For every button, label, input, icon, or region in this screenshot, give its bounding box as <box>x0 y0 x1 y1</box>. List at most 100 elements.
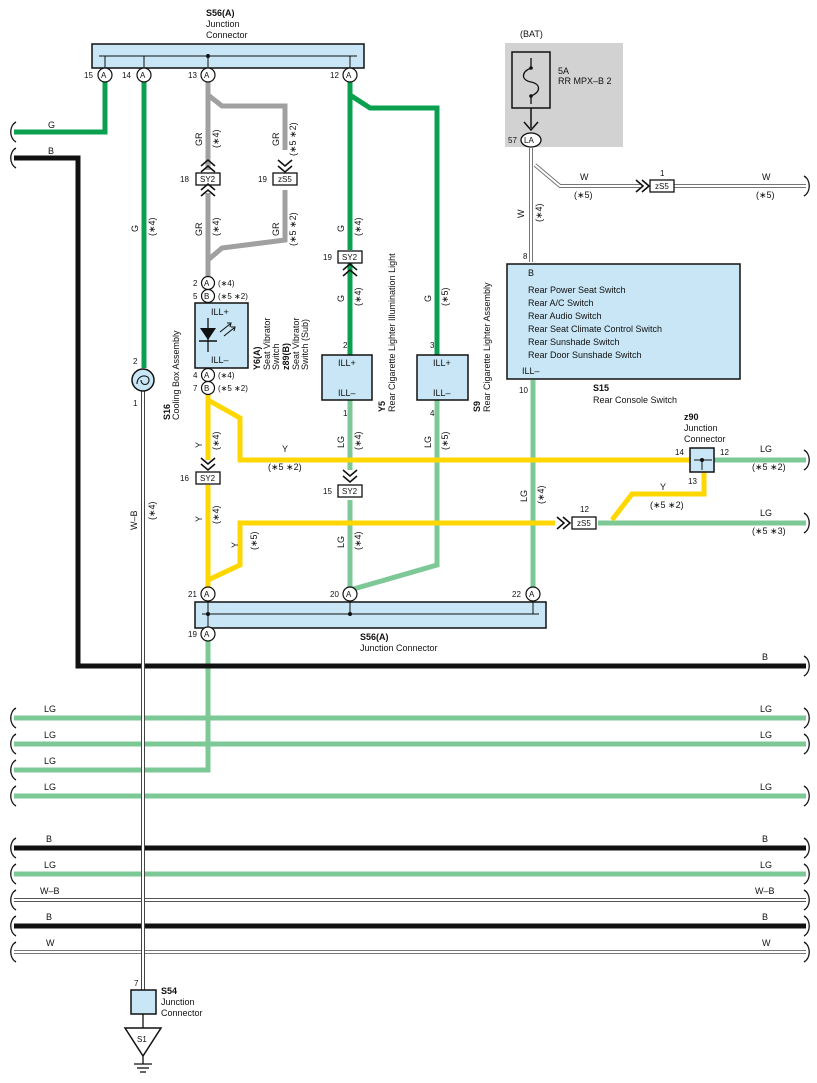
svg-text:(∗4): (∗4) <box>353 531 363 550</box>
svg-text:2: 2 <box>343 341 348 350</box>
svg-text:8: 8 <box>523 252 528 261</box>
svg-text:12: 12 <box>720 448 729 457</box>
svg-text:G: G <box>336 295 346 302</box>
svg-text:(∗4): (∗4) <box>534 203 544 222</box>
svg-text:Rear Door Sunshade Switch: Rear Door Sunshade Switch <box>528 350 642 360</box>
svg-text:14: 14 <box>122 71 131 80</box>
svg-text:2: 2 <box>193 279 198 288</box>
svg-text:LG: LG <box>44 782 56 792</box>
svg-text:W: W <box>516 209 526 218</box>
svg-text:z89(B): z89(B) <box>281 343 291 370</box>
svg-text:19: 19 <box>258 175 267 184</box>
svg-text:ILL–: ILL– <box>338 388 356 398</box>
svg-text:Cooling Box Assembly: Cooling Box Assembly <box>171 330 181 420</box>
bat-label: (BAT) <box>520 29 543 39</box>
svg-text:(∗5 ∗2): (∗5 ∗2) <box>218 292 248 301</box>
svg-text:B: B <box>762 652 768 662</box>
svg-text:1: 1 <box>133 399 138 408</box>
svg-text:W: W <box>46 938 55 948</box>
svg-text:1: 1 <box>660 169 665 178</box>
svg-text:Connector: Connector <box>206 30 248 40</box>
wb-wires <box>14 388 806 990</box>
zs5-connector-a <box>272 172 298 186</box>
svg-text:Rear Sunshade Switch: Rear Sunshade Switch <box>528 337 620 347</box>
svg-text:7: 7 <box>193 384 198 393</box>
svg-text:Y: Y <box>660 482 666 492</box>
svg-text:S1: S1 <box>137 1035 147 1044</box>
svg-text:A: A <box>204 371 210 380</box>
svg-text:(∗4): (∗4) <box>218 371 235 380</box>
svg-text:ILL+: ILL+ <box>433 358 451 368</box>
svg-text:3: 3 <box>430 341 435 350</box>
svg-text:(∗4): (∗4) <box>353 287 363 306</box>
svg-text:W–B: W–B <box>755 886 775 896</box>
svg-text:S54: S54 <box>161 986 177 996</box>
svg-text:12: 12 <box>330 71 339 80</box>
y6-pins: A 2 (∗4) B 5 (∗5 ∗2) A 4 (∗4) B 7 (∗5 ∗2… <box>193 275 248 396</box>
y5-rear-cigarette-lighter-illumination <box>321 354 373 401</box>
svg-text:S15: S15 <box>593 383 609 393</box>
svg-text:19: 19 <box>188 630 197 639</box>
svg-text:S9: S9 <box>472 401 482 412</box>
led-icon <box>199 318 236 352</box>
svg-text:22: 22 <box>512 590 521 599</box>
svg-text:LG: LG <box>760 704 772 714</box>
svg-text:A: A <box>346 71 352 80</box>
svg-text:LG: LG <box>760 508 772 518</box>
svg-text:LG: LG <box>44 730 56 740</box>
svg-text:B: B <box>46 912 52 922</box>
svg-text:Seat Vibrator: Seat Vibrator <box>262 318 272 370</box>
s56-bottom-connector <box>194 601 547 629</box>
svg-text:G: G <box>48 120 55 130</box>
s54-junction-connector <box>130 989 157 1015</box>
s56-top-pins: A 15 A 14 A 13 A 12 <box>84 67 358 83</box>
svg-text:B: B <box>46 834 52 844</box>
la-pin <box>520 132 542 148</box>
svg-text:(∗4): (∗4) <box>353 431 363 450</box>
bat-area <box>505 43 623 147</box>
svg-text:zS5: zS5 <box>577 519 591 528</box>
zs5-connector-c <box>649 179 675 193</box>
svg-text:16: 16 <box>180 474 189 483</box>
svg-text:SY2: SY2 <box>200 474 216 483</box>
svg-text:(∗4): (∗4) <box>353 217 363 236</box>
svg-text:15: 15 <box>84 71 93 80</box>
svg-text:B: B <box>762 834 768 844</box>
svg-text:SY2: SY2 <box>200 175 216 184</box>
svg-text:LG: LG <box>336 536 346 548</box>
svg-text:Y5: Y5 <box>377 401 387 412</box>
svg-text:ILL+: ILL+ <box>211 307 229 317</box>
svg-text:Y6(A): Y6(A) <box>252 346 262 370</box>
svg-text:W–B: W–B <box>40 886 60 896</box>
s56-top-id: S56(A) <box>206 8 235 18</box>
lg-wires <box>14 380 806 877</box>
fuse-rating: 5A <box>558 66 569 76</box>
svg-text:B: B <box>204 292 209 301</box>
svg-text:A: A <box>204 630 210 639</box>
svg-text:10: 10 <box>519 386 528 395</box>
svg-text:LG: LG <box>760 860 772 870</box>
svg-text:A: A <box>204 71 210 80</box>
svg-text:LG: LG <box>336 436 346 448</box>
svg-text:A: A <box>140 71 146 80</box>
svg-text:GR: GR <box>271 222 281 236</box>
svg-text:Y: Y <box>194 442 204 448</box>
fuse-name: RR MPX–B 2 <box>558 76 612 86</box>
svg-text:15: 15 <box>323 487 332 496</box>
svg-text:(∗5 ∗2): (∗5 ∗2) <box>218 384 248 393</box>
svg-text:LG: LG <box>44 860 56 870</box>
svg-text:A: A <box>204 590 210 599</box>
svg-text:(∗5): (∗5) <box>249 531 259 550</box>
svg-text:ILL–: ILL– <box>433 388 451 398</box>
svg-text:(∗4): (∗4) <box>211 505 221 524</box>
svg-text:SY2: SY2 <box>342 487 358 496</box>
svg-text:LG: LG <box>519 490 529 502</box>
s15-rear-console-switch <box>506 263 741 380</box>
svg-text:(∗5 ∗3): (∗5 ∗3) <box>752 526 786 536</box>
svg-text:B: B <box>204 384 209 393</box>
svg-text:20: 20 <box>330 590 339 599</box>
svg-text:Rear Seat Climate Control Swit: Rear Seat Climate Control Switch <box>528 324 662 334</box>
svg-text:14: 14 <box>675 448 684 457</box>
svg-text:B: B <box>528 268 534 278</box>
svg-text:ILL–: ILL– <box>522 366 540 376</box>
